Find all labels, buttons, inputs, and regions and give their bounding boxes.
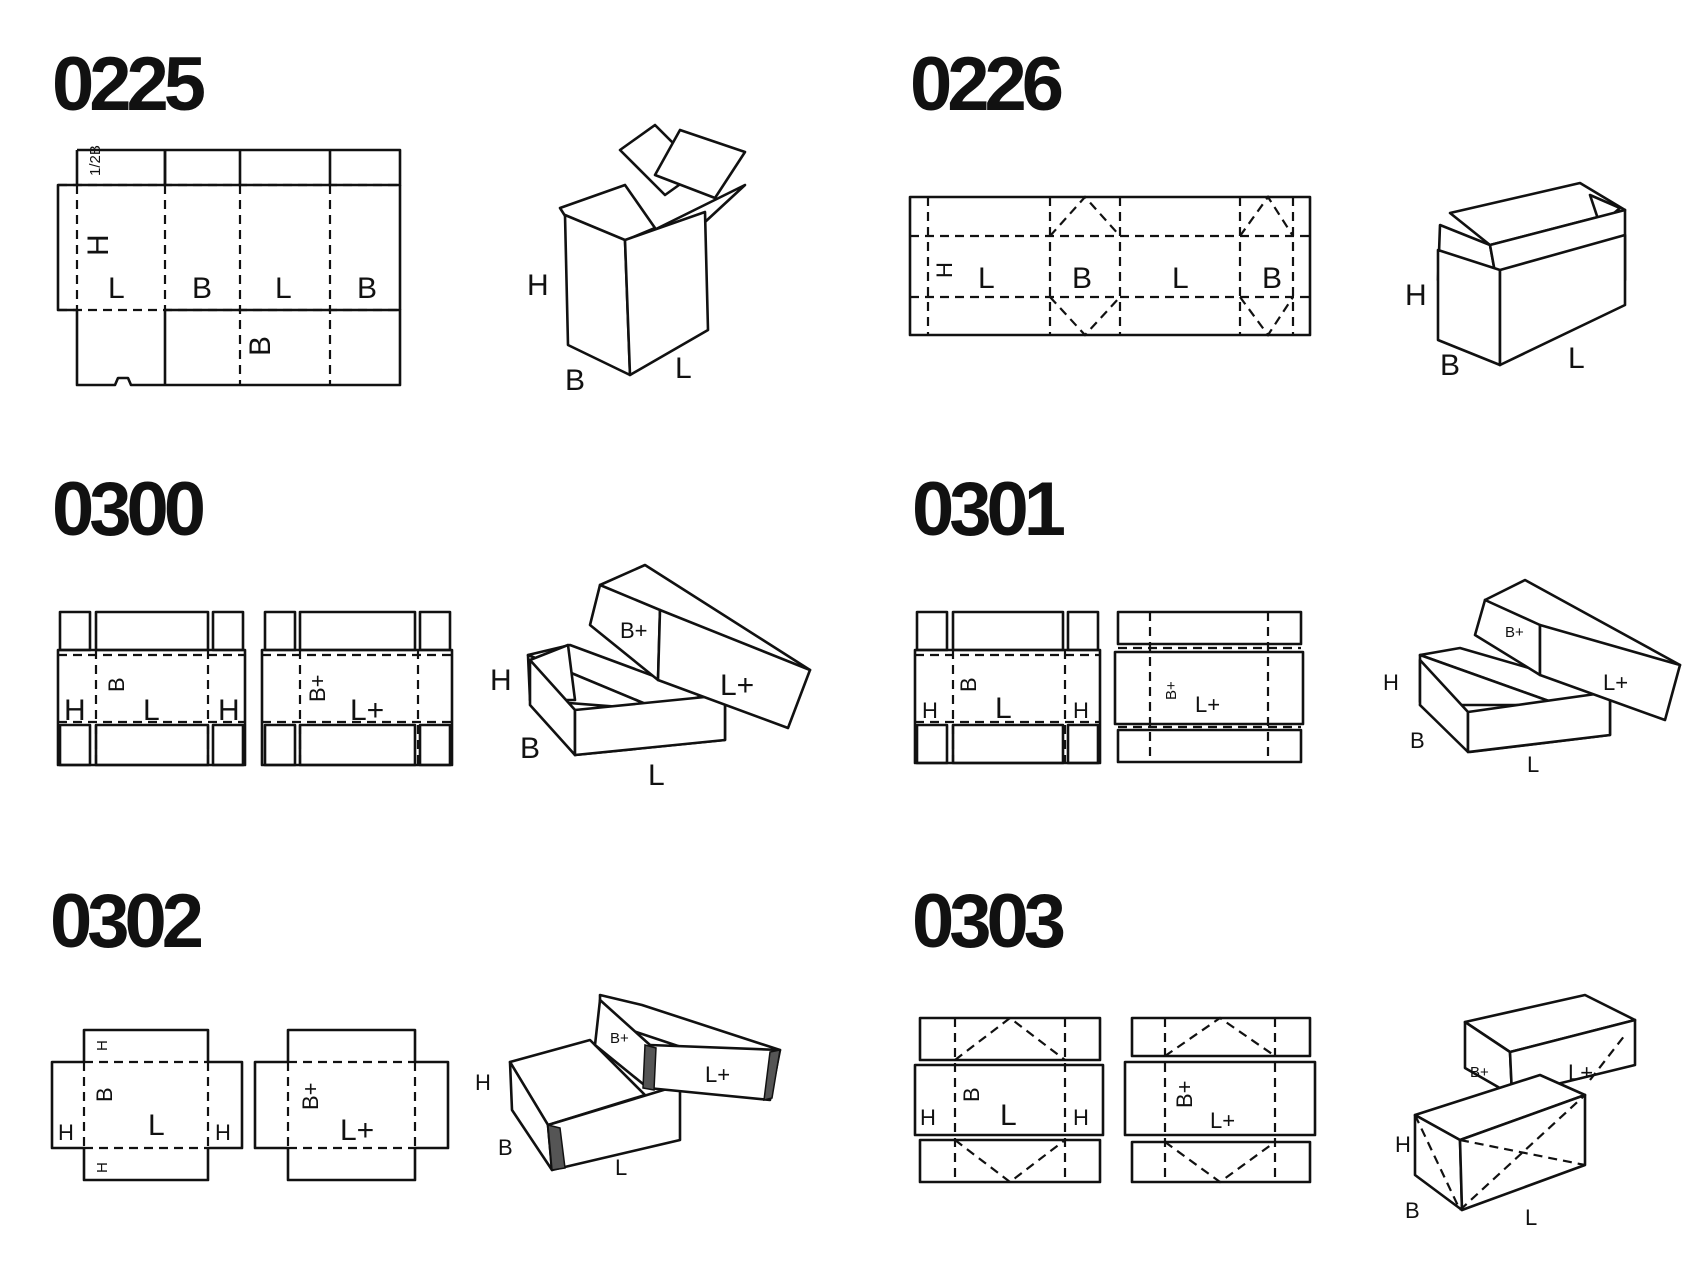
label-h: H [82,234,115,256]
blank-0226: H L B L B [908,195,1312,337]
label-h: H [920,1105,936,1130]
label-h: H [94,1040,111,1051]
label-b: B [1262,262,1282,295]
label-l-plus: L+ [350,694,384,727]
label-b: B [1410,728,1425,753]
label-b: B [1405,1198,1420,1223]
label-h: H [922,698,938,723]
label-h: H [1383,670,1399,695]
label-h: H [1395,1132,1411,1157]
label-h: H [218,694,240,727]
blank-0301-lid: B+ L+ [1113,610,1305,764]
label-l: L [143,694,160,727]
label-b-plus: B+ [620,618,648,643]
label-b-plus: B+ [1505,624,1524,641]
label-l-plus: L+ [1603,670,1628,695]
label-h: H [527,269,549,302]
label-l: L [275,272,292,305]
label-l-plus: L+ [720,669,754,702]
label-l: L [648,759,665,792]
label-b: B [565,364,585,397]
label-l: L [1527,752,1539,777]
label-h: H [215,1120,231,1145]
label-b: B [520,732,540,765]
blank-0300-lid: B+ L+ [260,610,454,767]
label-h: H [58,1120,74,1145]
label-h: H [1073,1105,1089,1130]
style-code-0303: 0303 [912,879,1064,964]
label-h: H [64,694,86,727]
blank-0300-base: H B L H [56,610,247,767]
box-sketch-0226: H B L [1405,181,1627,382]
label-h: H [94,1162,111,1173]
box-sketch-0303: H B L B+ L+ [1395,993,1637,1230]
label-b: B [1440,349,1460,382]
label-b-plus: B+ [1172,1080,1197,1108]
label-b: B [244,336,277,356]
label-l-plus: L+ [1568,1060,1593,1085]
label-b: B [959,1087,984,1102]
label-l: L [1172,262,1189,295]
box-0301: 0301 H B L H B+ L+ [912,467,1682,777]
blank-0225: 1/2B H L B L B B [56,145,402,387]
label-b-plus: B+ [1163,681,1180,700]
label-h: H [1073,698,1089,723]
label-l-plus: L+ [705,1062,730,1087]
style-code-0301: 0301 [912,467,1065,552]
label-l: L [615,1155,627,1180]
blank-0303-lid: B+ L+ [1123,1016,1317,1184]
label-l-plus: L+ [1195,692,1220,717]
label-l: L [675,352,692,385]
box-sketch-0225: H B L [527,123,747,397]
label-b-plus: B+ [298,1082,323,1110]
blank-0302-base: H H B L H H [50,1028,244,1182]
blank-0303-base: H B L H [913,1016,1105,1184]
label-half-b: 1/2B [87,145,104,176]
label-l-plus: L+ [340,1114,374,1147]
box-sketch-0300: H B L B+ L+ [490,563,812,792]
blank-0301-base: H B L H [913,610,1102,765]
label-b: B [92,1087,117,1102]
box-sketch-0301: H B L B+ L+ [1383,578,1682,777]
box-sketch-0302: H B L B+ L+ [475,993,782,1180]
label-l-plus: L+ [1210,1108,1235,1133]
label-l: L [978,262,995,295]
box-0302: 0302 H H B L H H B+ L+ H [50,879,782,1182]
blank-0302-lid: B+ L+ [253,1028,450,1182]
label-b-plus: B+ [305,674,330,702]
style-code-0226: 0226 [910,42,1062,127]
label-l: L [995,692,1012,725]
label-b: B [192,272,212,305]
label-l: L [108,272,125,305]
label-l: L [1568,342,1585,375]
box-0226: 0226 H L B L B H B L [908,42,1627,382]
box-0300: 0300 H B L H B+ L+ [52,467,812,792]
label-b: B [357,272,377,305]
style-code-0225: 0225 [52,42,205,127]
label-h: H [932,262,957,278]
style-code-0302: 0302 [50,879,202,964]
label-b: B [1072,262,1092,295]
label-h: H [475,1070,491,1095]
label-b-plus: B+ [610,1030,629,1047]
label-l: L [1525,1205,1537,1230]
label-h: H [490,664,512,697]
label-b: B [104,677,129,692]
label-b-plus: B+ [1470,1064,1489,1081]
label-l: L [148,1109,165,1142]
label-h: H [1405,279,1427,312]
box-0303: 0303 H B L H B+ L+ [912,879,1637,1230]
label-l: L [1000,1099,1017,1132]
box-0225: 0225 1/2B H L B L B B H B L [52,42,747,397]
label-b: B [498,1135,513,1160]
style-code-0300: 0300 [52,467,204,552]
label-b: B [956,677,981,692]
